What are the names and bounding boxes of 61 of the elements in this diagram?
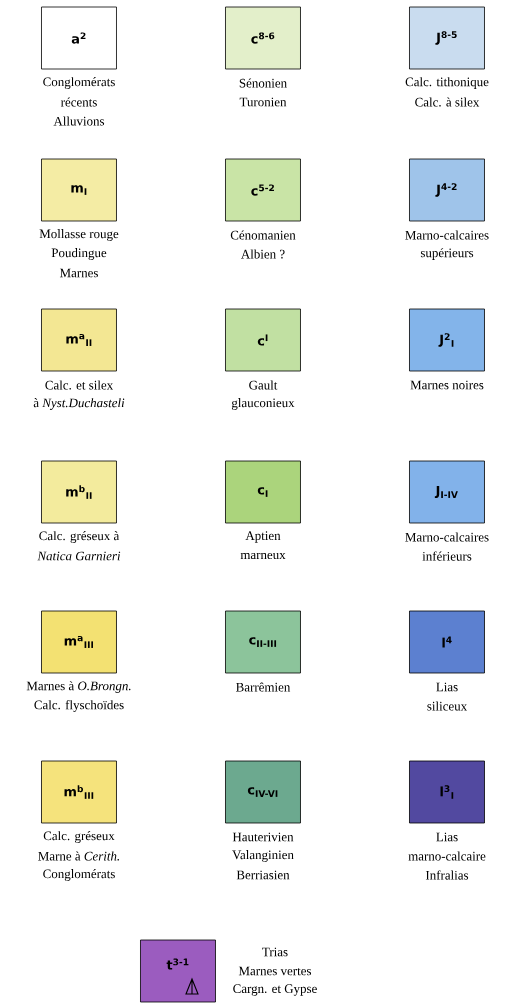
caption-text: marneux (240, 552, 286, 560)
caption-text: Berriasien (236, 870, 290, 880)
caption-text: Marnes (59, 268, 98, 278)
caption-text: Poudingue (51, 248, 107, 260)
caption-text: Marnes noires (410, 380, 484, 390)
caption-text: Infralias (425, 870, 469, 880)
legend-box: t$^{3-1}$ (140, 939, 216, 1003)
caption-text: siliceux (427, 701, 467, 711)
caption-text: Trias (262, 947, 288, 957)
caption-text: Lias (436, 682, 458, 692)
caption-text: Marnes vertes (238, 966, 312, 976)
caption-text: Calc. gréseux (43, 831, 115, 843)
legend-box: a$^{2}$ (41, 6, 117, 70)
caption-text: Natica Garnieri (37, 551, 121, 561)
caption-text: Lias (436, 832, 458, 842)
caption-text: Calc. gréseux à (39, 531, 120, 543)
caption-text: Gault (249, 380, 278, 390)
caption-text: récents (60, 97, 97, 107)
caption-text: Calc. et silex (45, 380, 113, 390)
caption-text: Albien ? (241, 249, 285, 259)
caption-text: Valanginien (232, 850, 294, 862)
caption-text: Marno-calcaires (405, 532, 489, 542)
caption-text: Conglomérats (43, 77, 115, 89)
legend-box: c$^{8-6}$ (225, 6, 301, 70)
legend-box: J$^{2}$I (409, 308, 485, 372)
caption-text: Cargn. et Gypse (233, 984, 317, 996)
caption-text: Barrêmien (236, 682, 291, 692)
caption-text: marno-calcaire (408, 851, 486, 861)
caption-text: Hauterivien (232, 832, 294, 842)
legend-box: J$^{4-2}$ (409, 158, 485, 222)
legend-box: c$^{5-2}$ (225, 158, 301, 222)
legend-box: J$^{8-5}$ (409, 6, 485, 70)
caption-text: Sénonien (239, 78, 287, 88)
caption-text: inférieurs (422, 551, 472, 561)
legend-box: m$_{I}$ (41, 158, 117, 222)
caption-text: Aptien (245, 531, 281, 543)
legend-box: m$^{b}$III (41, 760, 117, 824)
caption-text: Conglomérats (43, 869, 115, 881)
caption-text: Calc. flyschoïdes (34, 700, 124, 712)
legend-box: l$^{4}$ (409, 610, 485, 674)
legend-box: J$_{I-IV}$ (409, 460, 485, 524)
legend-box: m$^{a}$III (41, 610, 117, 674)
legend-box: c$_{I}$ (225, 460, 301, 524)
caption-text: supérieurs (420, 248, 474, 260)
caption-text: Mollasse rouge (39, 229, 119, 241)
legend-box: c$_{IV-VI}$ (225, 760, 301, 824)
legend-box: c$_{II-III}$ (225, 610, 301, 674)
caption-text: Marne à Cerith. (38, 851, 119, 861)
legend-box: m$^{b}$II (41, 460, 117, 524)
caption-text: Calc. tithonique (405, 77, 489, 89)
caption-text: Marno-calcaires (405, 230, 489, 240)
legend-box: l$^{3}$I (409, 760, 485, 824)
legend-box: m$^{a}$II (41, 308, 117, 372)
legend-box: c$^{I}$ (225, 308, 301, 372)
caption-text: Alluvions (53, 116, 105, 126)
caption-text: Marnes à O.Brongn. (26, 681, 131, 693)
caption-text: à Nyst.Duchasteli (33, 398, 125, 410)
caption-text: Cénomanien (230, 230, 296, 240)
caption-text: Calc. à silex (415, 97, 480, 107)
caption-text: Turonien (239, 97, 287, 107)
caption-text: glauconieux (231, 398, 295, 410)
